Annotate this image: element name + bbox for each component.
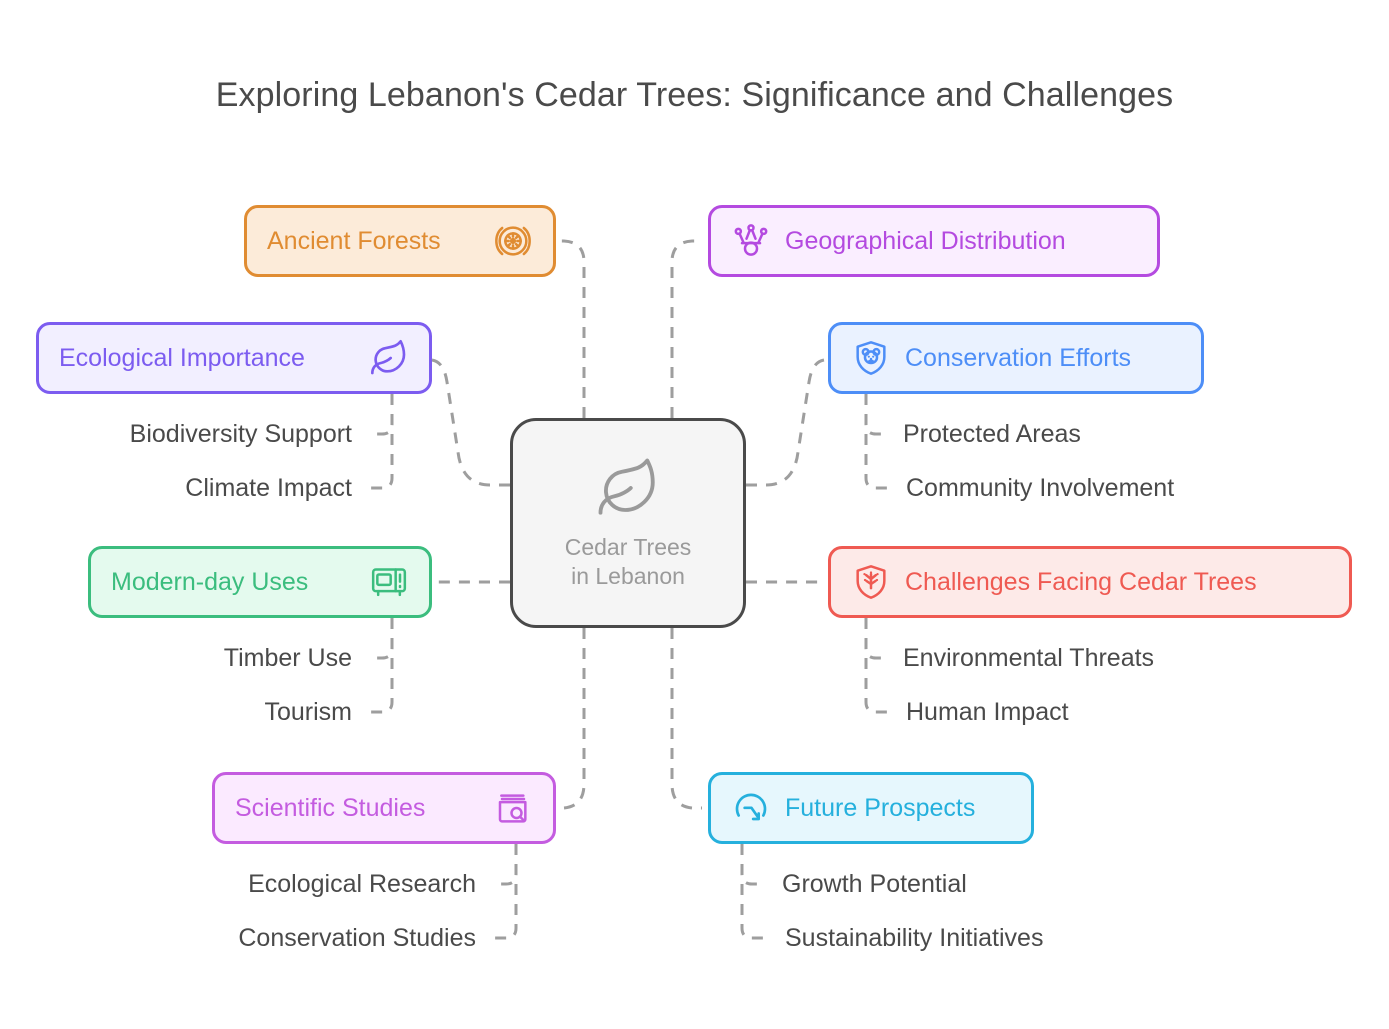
edge-scientific-studies — [556, 628, 586, 810]
edge-community-involvement — [864, 394, 888, 490]
edge-climate-impact — [370, 394, 394, 490]
branch-label: Geographical Distribution — [785, 226, 1066, 255]
edge-ecological-importance — [431, 358, 510, 487]
leaf-tourism[interactable]: Tourism — [264, 698, 352, 726]
branch-scientific-studies[interactable]: Scientific Studies — [212, 772, 556, 844]
leaf-human-impact[interactable]: Human Impact — [906, 698, 1069, 726]
leaf-biodiversity-support[interactable]: Biodiversity Support — [129, 420, 352, 448]
edge-future-prospects — [670, 628, 702, 810]
shield-pathogen-icon — [851, 562, 891, 602]
leaf-protected-areas[interactable]: Protected Areas — [903, 420, 1081, 448]
edge-geographical-distribution — [670, 239, 702, 418]
branch-label: Challenges Facing Cedar Trees — [905, 567, 1257, 596]
edge-biodiversity-support — [372, 394, 394, 436]
leaf-icon — [369, 338, 409, 378]
branch-future-prospects[interactable]: Future Prospects — [708, 772, 1034, 844]
branch-label: Modern-day Uses — [111, 567, 309, 596]
edge-sustainability-initiatives — [740, 844, 764, 940]
crown-icon — [731, 221, 771, 261]
branch-label: Ancient Forests — [267, 226, 441, 255]
branch-challenges-facing-cedar-trees[interactable]: Challenges Facing Cedar Trees — [828, 546, 1352, 618]
edge-ecological-research — [496, 844, 518, 886]
leaf-icon — [595, 455, 661, 521]
branch-ancient-forests[interactable]: Ancient Forests — [244, 205, 556, 277]
leaf-environmental-threats[interactable]: Environmental Threats — [903, 644, 1155, 672]
branch-label: Future Prospects — [785, 793, 976, 822]
leaf-climate-impact[interactable]: Climate Impact — [185, 474, 352, 502]
book-search-icon — [493, 788, 533, 828]
leaf-timber-use[interactable]: Timber Use — [223, 644, 352, 672]
edge-ancient-forests — [556, 239, 586, 418]
branch-label: Scientific Studies — [235, 793, 426, 822]
page-title: Exploring Lebanon's Cedar Trees: Signifi… — [215, 76, 1174, 114]
leaf-community-involvement[interactable]: Community Involvement — [906, 474, 1175, 502]
branch-conservation-efforts[interactable]: Conservation Efforts — [828, 322, 1204, 394]
gauge-icon — [731, 788, 771, 828]
leaf-conservation-studies[interactable]: Conservation Studies — [238, 924, 476, 952]
branch-label: Ecological Importance — [59, 343, 305, 372]
central-node-label: Cedar Trees in Lebanon — [564, 533, 692, 589]
leaf-growth-potential[interactable]: Growth Potential — [782, 870, 967, 898]
edge-tourism — [370, 618, 394, 714]
branch-geographical-distribution[interactable]: Geographical Distribution — [708, 205, 1160, 277]
branch-modern-day-uses[interactable]: Modern-day Uses — [88, 546, 432, 618]
branch-ecological-importance[interactable]: Ecological Importance — [36, 322, 432, 394]
edge-environmental-threats — [864, 618, 886, 660]
leaf-sustainability-initiatives[interactable]: Sustainability Initiatives — [785, 924, 1044, 952]
tree-rings-icon — [493, 221, 533, 261]
edge-growth-potential — [740, 844, 762, 886]
appliance-icon — [369, 562, 409, 602]
edge-conservation-studies — [494, 844, 518, 940]
edge-conservation-efforts — [746, 358, 825, 487]
branch-label: Conservation Efforts — [905, 343, 1132, 372]
leaf-ecological-research[interactable]: Ecological Research — [248, 870, 476, 898]
shield-bear-icon — [851, 338, 891, 378]
edge-human-impact — [864, 618, 888, 714]
central-node[interactable]: Cedar Trees in Lebanon — [510, 418, 746, 628]
edge-timber-use — [372, 618, 394, 660]
edge-protected-areas — [864, 394, 886, 436]
